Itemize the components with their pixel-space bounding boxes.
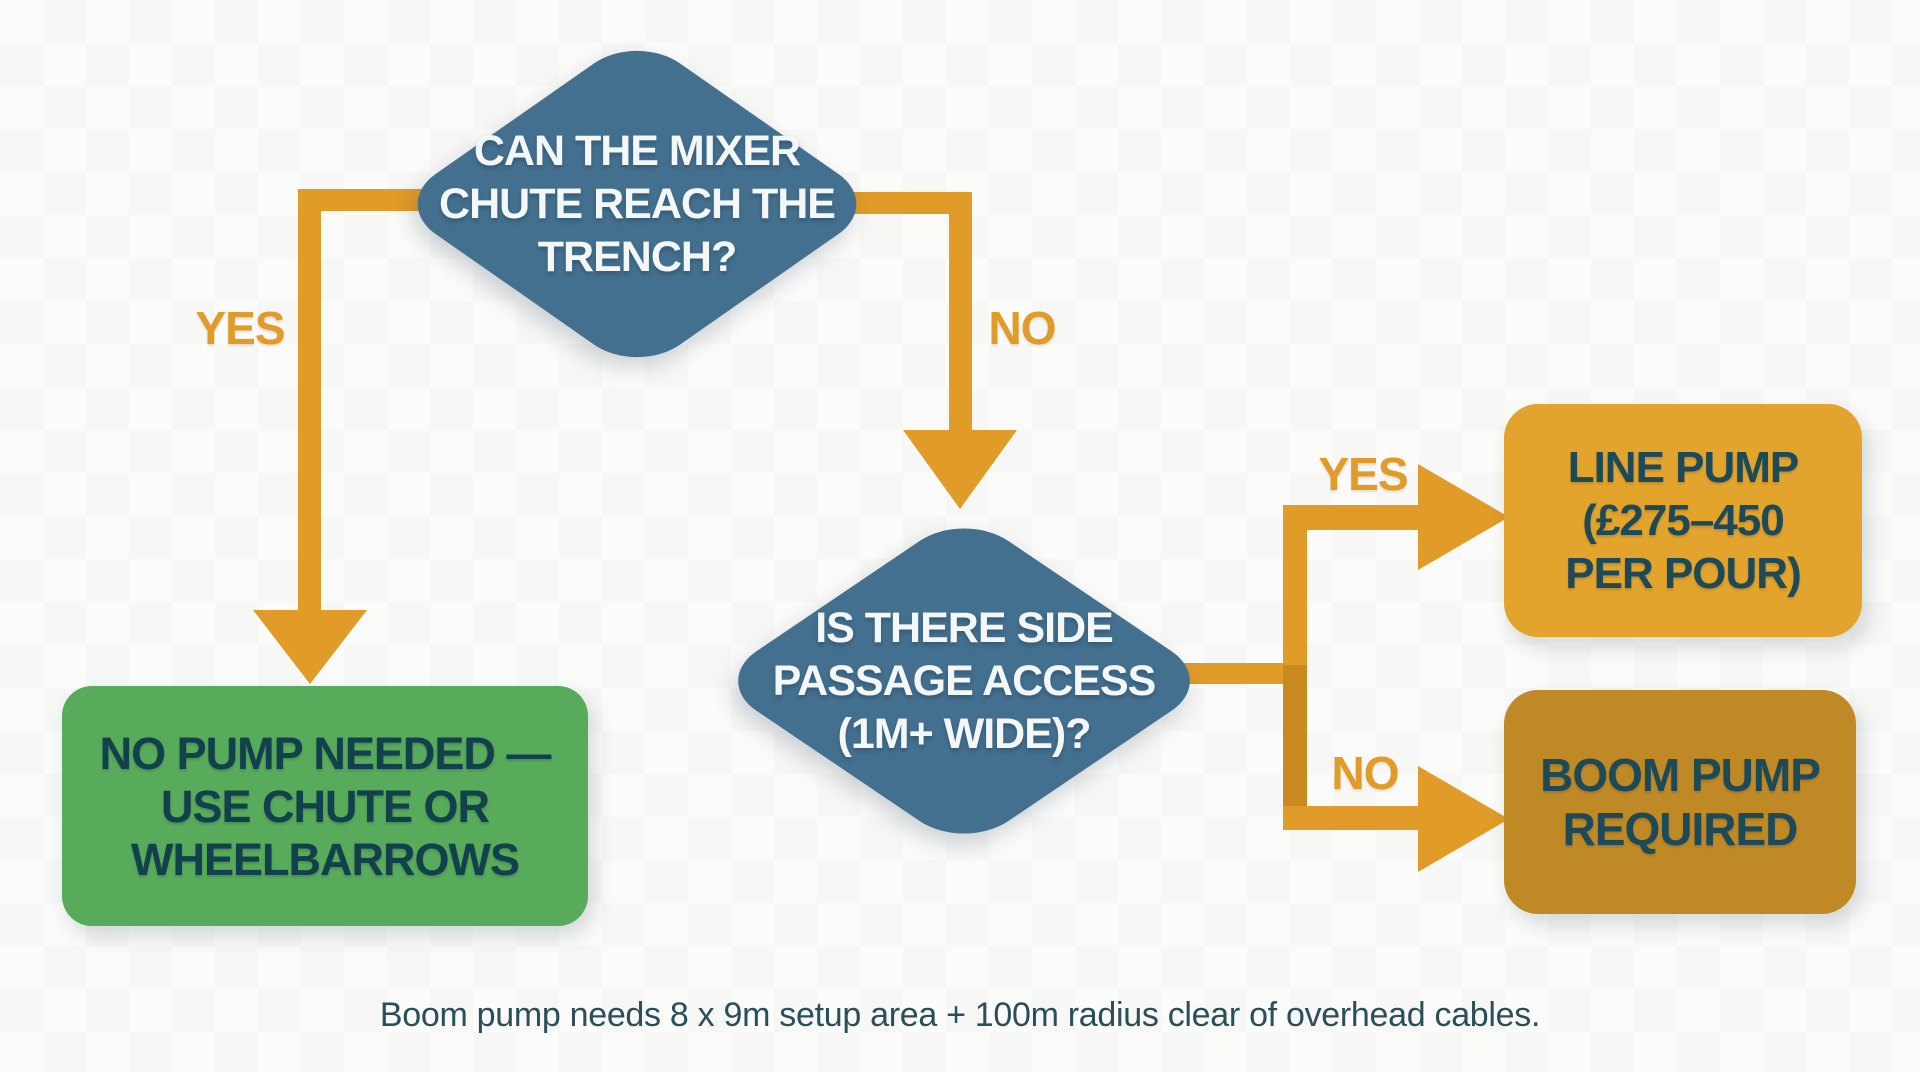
outcome-node-line-pump: LINE PUMP (£275–450 PER POUR) [1504, 404, 1862, 637]
label-line: PER POUR) [1565, 549, 1801, 598]
label-line: WHEELBARROWS [131, 833, 520, 885]
label-line: PASSAGE ACCESS [772, 656, 1157, 705]
label-line: REQUIRED [1562, 803, 1799, 855]
edge-label-decision2-yes: YES [1318, 448, 1408, 500]
footnote-text: Boom pump needs 8 x 9m setup area + 100m… [379, 996, 1541, 1034]
label-line: TRENCH? [537, 232, 737, 281]
outcome-node-boom-pump: BOOM PUMP REQUIRED [1504, 690, 1856, 914]
edge-decision2-yes [1283, 464, 1509, 685]
label-line: IS THERE SIDE [815, 603, 1114, 652]
edge-decision1-no [828, 192, 1017, 509]
edge-decision2-no [1283, 665, 1509, 872]
label-line: LINE PUMP [1567, 443, 1800, 492]
outcome-node-no-pump-needed: NO PUMP NEEDED — USE CHUTE OR WHEELBARRO… [62, 686, 588, 926]
decision-node-mixer-chute-label: CAN THE MIXER CHUTE REACH THE TRENCH? [387, 54, 887, 354]
edge-label-decision1-no: NO [988, 302, 1057, 354]
label-line: (1M+ WIDE)? [837, 709, 1092, 758]
label-line: BOOM PUMP [1540, 749, 1821, 801]
label-line: (£275–450 [1582, 496, 1784, 545]
edge-label-decision1-yes: YES [195, 302, 285, 354]
label-line: CHUTE REACH THE [439, 179, 836, 228]
edge-label-decision2-no: NO [1331, 747, 1400, 799]
label-line: USE CHUTE OR [160, 780, 490, 832]
label-line: NO PUMP NEEDED — [99, 727, 552, 779]
label-line: CAN THE MIXER [473, 126, 801, 175]
decision-node-side-passage-label: IS THERE SIDE PASSAGE ACCESS (1M+ WIDE)? [714, 531, 1214, 831]
